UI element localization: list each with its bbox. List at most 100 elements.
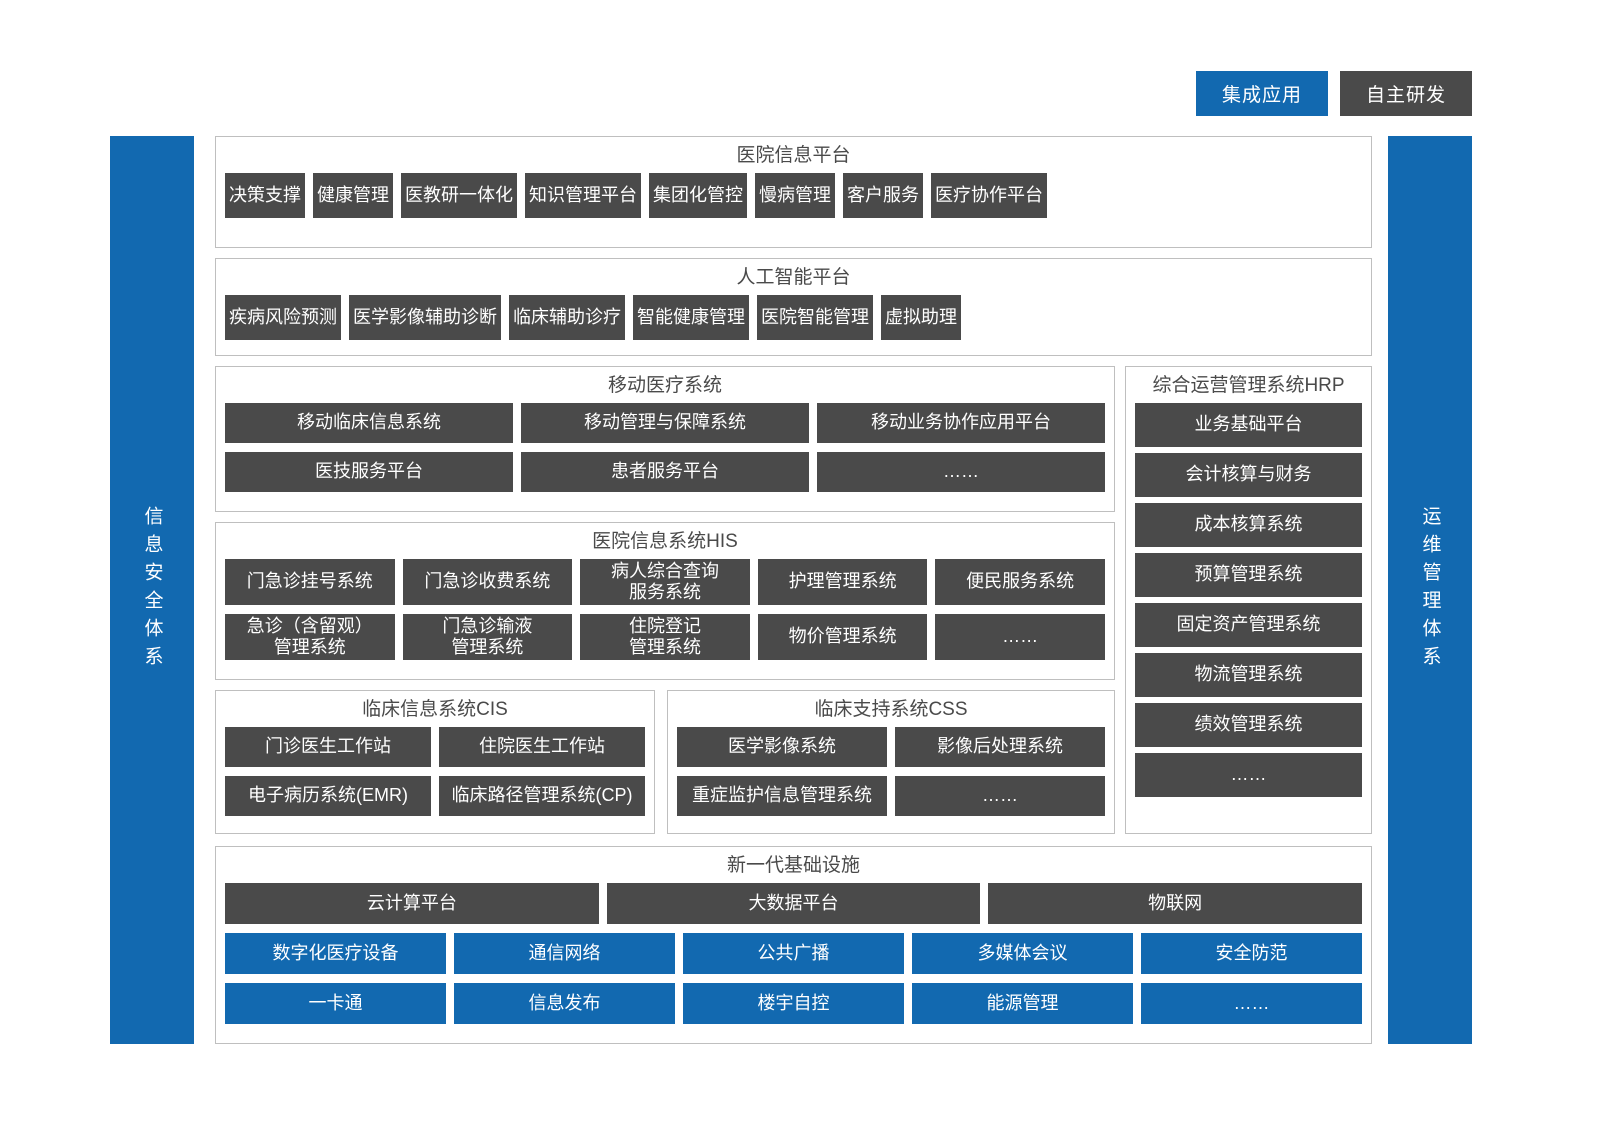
module-box[interactable]: 智能健康管理 [633,294,749,340]
module-box[interactable]: 住院医生工作站 [439,726,645,767]
module-box[interactable]: 集团化管控 [649,172,747,218]
panel-title: 移动医疗系统 [607,375,722,396]
panel-title: 临床信息系统CIS [362,699,508,720]
panel-hospital-info-platform: 医院信息平台 决策支撑健康管理医教研一体化知识管理平台集团化管控慢病管理客户服务… [215,136,1372,248]
panel-his: 医院信息系统HIS 门急诊挂号系统门急诊收费系统病人综合查询 服务系统护理管理系… [215,522,1115,680]
module-box[interactable]: 重症监护信息管理系统 [677,775,887,816]
module-box[interactable]: 护理管理系统 [757,558,928,605]
panel-hrp: 综合运营管理系统HRP 业务基础平台会计核算与财务成本核算系统预算管理系统固定资… [1125,366,1372,834]
module-row: 门诊医生工作站住院医生工作站 [216,726,654,776]
module-box[interactable]: 医技服务平台 [225,451,513,492]
module-row: 电子病历系统(EMR)临床路径管理系统(CP) [216,775,654,825]
panel-title: 医院信息系统HIS [592,531,738,552]
legend: 集成应用 自主研发 [1196,71,1472,116]
module-box[interactable]: 医学影像辅助诊断 [349,294,501,340]
panel-rows: 疾病风险预测医学影像辅助诊断临床辅助诊疗智能健康管理医院智能管理虚拟助理 [216,294,1371,349]
module-box[interactable]: 信息发布 [454,982,675,1024]
module-box[interactable]: 门急诊输液 管理系统 [402,613,573,660]
panel-mobile-medical-system: 移动医疗系统 移动临床信息系统移动管理与保障系统移动业务协作应用平台医技服务平台… [215,366,1115,512]
module-box[interactable]: 客户服务 [843,172,923,218]
module-box[interactable]: …… [817,451,1105,492]
module-box[interactable]: …… [895,775,1105,816]
module-box[interactable]: 物联网 [988,882,1363,924]
module-box[interactable]: 慢病管理 [755,172,835,218]
module-box[interactable]: 临床路径管理系统(CP) [439,775,645,816]
module-row: 移动临床信息系统移动管理与保障系统移动业务协作应用平台 [216,402,1114,452]
module-box[interactable]: 疾病风险预测 [225,294,341,340]
module-box[interactable]: 患者服务平台 [521,451,809,492]
module-box[interactable]: 移动管理与保障系统 [521,402,809,443]
hrp-item-list: 业务基础平台会计核算与财务成本核算系统预算管理系统固定资产管理系统物流管理系统绩… [1135,402,1362,797]
module-row: 疾病风险预测医学影像辅助诊断临床辅助诊疗智能健康管理医院智能管理虚拟助理 [216,294,1371,349]
module-box[interactable]: 安全防范 [1141,932,1362,974]
panel-title: 人工智能平台 [736,267,851,288]
module-box[interactable]: 健康管理 [313,172,393,218]
panel-infrastructure: 新一代基础设施 云计算平台大数据平台物联网数字化医疗设备通信网络公共广播多媒体会… [215,846,1372,1044]
module-box[interactable]: 决策支撑 [225,172,305,218]
module-row: 云计算平台大数据平台物联网 [216,882,1371,933]
module-box[interactable]: 物价管理系统 [757,613,928,660]
panel-rows: 门诊医生工作站住院医生工作站电子病历系统(EMR)临床路径管理系统(CP) [216,726,654,825]
module-box[interactable]: 多媒体会议 [912,932,1133,974]
module-box[interactable]: 临床辅助诊疗 [509,294,625,340]
module-box[interactable]: 电子病历系统(EMR) [225,775,431,816]
side-bar-right-label: 运维管理体系 [1419,506,1441,674]
panel-title: 临床支持系统CSS [814,699,968,720]
legend-integrated-application: 集成应用 [1196,71,1328,116]
module-box[interactable]: 数字化医疗设备 [225,932,446,974]
panel-rows: 门急诊挂号系统门急诊收费系统病人综合查询 服务系统护理管理系统便民服务系统急诊（… [216,558,1114,669]
module-box[interactable]: 门急诊挂号系统 [225,558,395,605]
panel-rows: 决策支撑健康管理医教研一体化知识管理平台集团化管控慢病管理客户服务医疗协作平台 [216,172,1371,227]
panel-rows: 移动临床信息系统移动管理与保障系统移动业务协作应用平台医技服务平台患者服务平台…… [216,402,1114,501]
module-box[interactable]: 门急诊收费系统 [402,558,573,605]
module-box[interactable]: …… [1135,752,1362,797]
module-box[interactable]: 医学影像系统 [677,726,887,767]
module-box[interactable]: 通信网络 [454,932,675,974]
module-row: 医学影像系统影像后处理系统 [668,726,1114,776]
module-row: 医技服务平台患者服务平台…… [216,451,1114,501]
module-box[interactable]: 物流管理系统 [1135,652,1362,697]
module-box[interactable]: 移动临床信息系统 [225,402,513,443]
module-box[interactable]: 成本核算系统 [1135,502,1362,547]
module-box[interactable]: 医疗协作平台 [931,172,1047,218]
module-box[interactable]: 能源管理 [912,982,1133,1024]
module-box[interactable]: 医院智能管理 [757,294,873,340]
module-box[interactable]: 急诊（含留观） 管理系统 [225,613,395,660]
module-box[interactable]: 大数据平台 [606,882,981,924]
module-box[interactable]: 云计算平台 [225,882,599,924]
panel-rows: 医学影像系统影像后处理系统重症监护信息管理系统…… [668,726,1114,825]
module-box[interactable]: 公共广播 [683,932,904,974]
side-bar-operations-management: 运维管理体系 [1388,136,1472,1044]
module-box[interactable]: …… [935,613,1105,660]
module-box[interactable]: 虚拟助理 [881,294,961,340]
module-box[interactable]: 门诊医生工作站 [225,726,431,767]
panel-title: 医院信息平台 [736,145,851,166]
panel-cis: 临床信息系统CIS 门诊医生工作站住院医生工作站电子病历系统(EMR)临床路径管… [215,690,655,834]
module-box[interactable]: 病人综合查询 服务系统 [580,558,750,605]
module-box[interactable]: 知识管理平台 [525,172,641,218]
module-box[interactable]: 业务基础平台 [1135,402,1362,447]
module-box[interactable]: 移动业务协作应用平台 [817,402,1105,443]
module-box[interactable]: 会计核算与财务 [1135,452,1362,497]
module-box[interactable]: 影像后处理系统 [895,726,1105,767]
module-row: 门急诊挂号系统门急诊收费系统病人综合查询 服务系统护理管理系统便民服务系统 [216,558,1114,614]
module-box[interactable]: 预算管理系统 [1135,552,1362,597]
legend-self-developed: 自主研发 [1340,71,1472,116]
module-box[interactable]: 一卡通 [225,982,446,1024]
module-box[interactable]: …… [1141,982,1362,1024]
side-bar-left-label: 信息安全体系 [141,506,163,674]
module-row: 一卡通信息发布楼宇自控能源管理…… [216,982,1371,1033]
module-box[interactable]: 便民服务系统 [935,558,1105,605]
module-box[interactable]: 楼宇自控 [683,982,904,1024]
panel-rows: 云计算平台大数据平台物联网数字化医疗设备通信网络公共广播多媒体会议安全防范一卡通… [216,882,1371,1033]
panel-title: 新一代基础设施 [726,855,860,876]
panel-ai-platform: 人工智能平台 疾病风险预测医学影像辅助诊断临床辅助诊疗智能健康管理医院智能管理虚… [215,258,1372,356]
module-box[interactable]: 医教研一体化 [401,172,517,218]
panel-css: 临床支持系统CSS 医学影像系统影像后处理系统重症监护信息管理系统…… [667,690,1115,834]
module-box[interactable]: 绩效管理系统 [1135,702,1362,747]
module-box[interactable]: 住院登记 管理系统 [580,613,750,660]
module-row: 重症监护信息管理系统…… [668,775,1114,825]
module-box[interactable]: 固定资产管理系统 [1135,602,1362,647]
side-bar-information-security: 信息安全体系 [110,136,194,1044]
